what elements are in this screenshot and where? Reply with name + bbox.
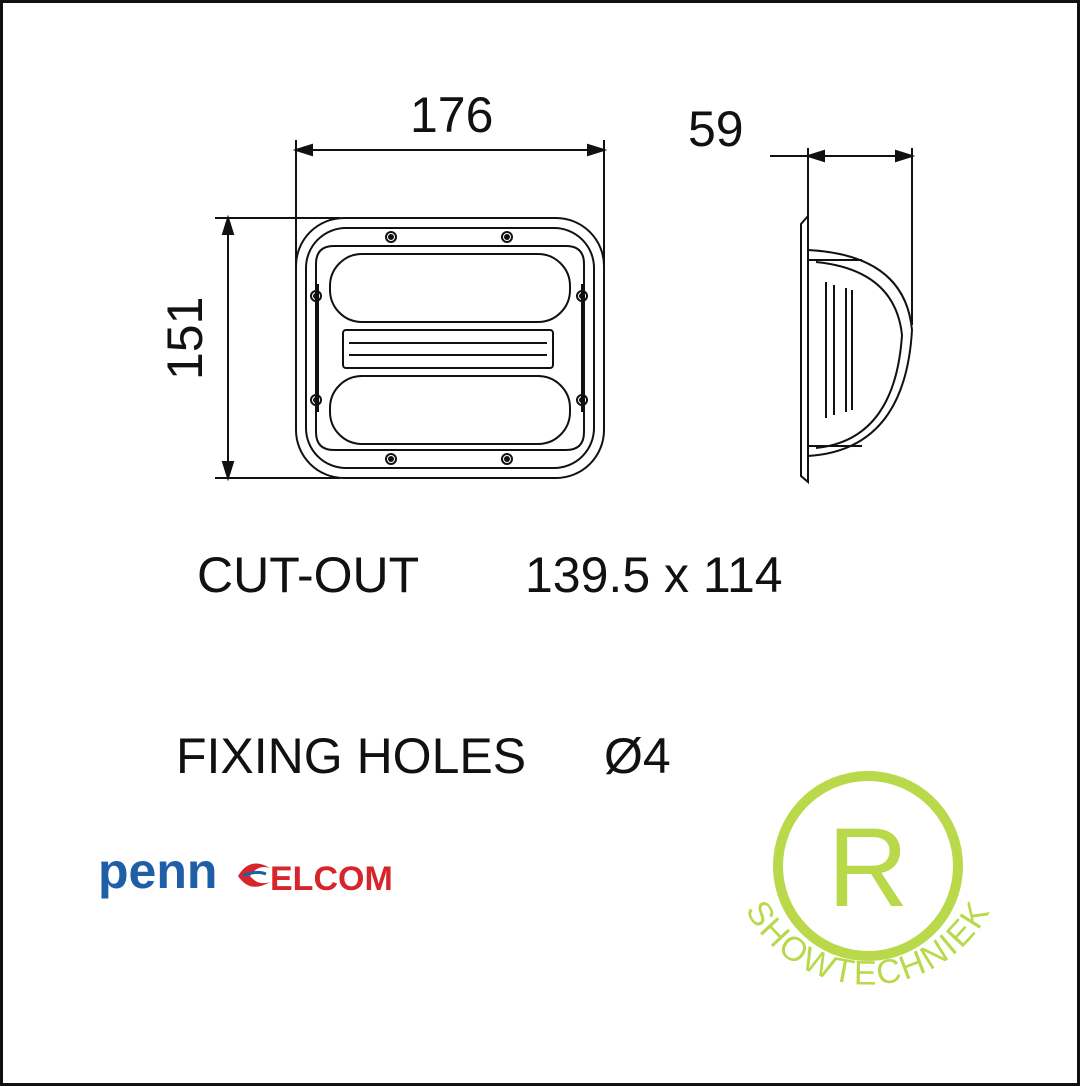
penn-elcom-logo: penn ELCOM xyxy=(98,846,393,899)
side-dome-outer xyxy=(807,249,914,457)
depth-arrow-left xyxy=(804,149,825,163)
side-flange xyxy=(800,213,809,485)
cutout-value: 139.5 x 114 xyxy=(525,547,783,603)
depth-dimension-label: 59 xyxy=(688,101,744,157)
depth-arrow-right xyxy=(895,149,916,163)
height-arrow-top xyxy=(221,214,235,235)
cutout-label: CUT-OUT xyxy=(197,547,420,603)
plate-outer-outline xyxy=(295,217,605,479)
upper-opening xyxy=(329,253,571,323)
recess-outline xyxy=(315,245,585,451)
logo-penn-text: penn xyxy=(98,846,217,899)
showtechniek-seal: R SHOWTECHNIEK xyxy=(738,771,996,993)
width-arrow-left xyxy=(292,143,313,157)
logo-elcom-text: ELCOM xyxy=(270,860,393,898)
side-dome-inner xyxy=(815,261,904,449)
seal-letter: R xyxy=(828,805,909,930)
logo-swoosh-line xyxy=(242,870,267,878)
lower-opening xyxy=(329,375,571,445)
width-dimension-label: 176 xyxy=(410,87,494,143)
logo-swoosh-icon xyxy=(238,863,270,887)
height-arrow-bottom xyxy=(221,461,235,482)
height-dimension-label: 151 xyxy=(157,296,213,380)
fixing-holes-label: FIXING HOLES xyxy=(176,728,527,784)
fixing-holes-value: Ø4 xyxy=(604,728,671,784)
plate-inner-outline xyxy=(305,227,595,469)
handle-bar-outer xyxy=(342,329,554,369)
width-arrow-right xyxy=(587,143,608,157)
fixing-holes xyxy=(310,231,588,465)
seal-ring xyxy=(773,771,963,961)
